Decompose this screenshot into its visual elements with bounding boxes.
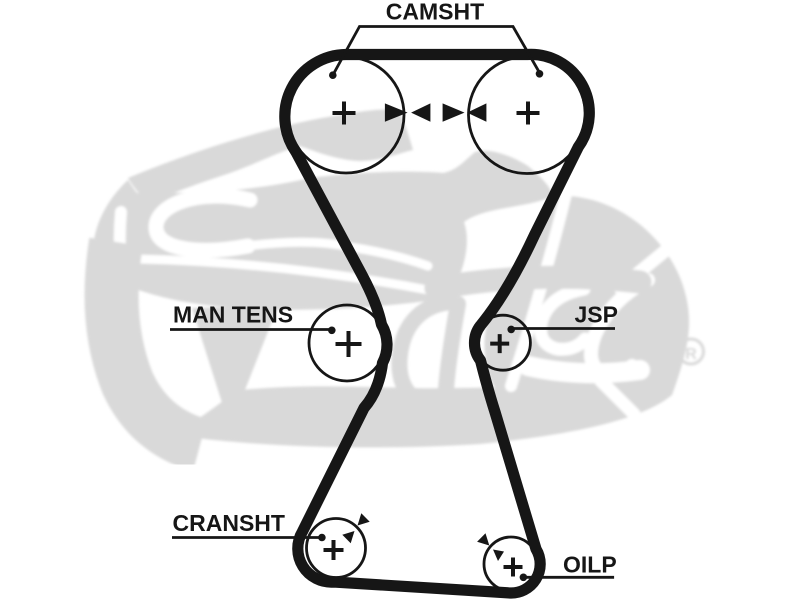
svg-text:OILP: OILP xyxy=(563,552,617,578)
svg-text:CRANSHT: CRANSHT xyxy=(173,510,285,536)
svg-text:JSP: JSP xyxy=(575,302,618,328)
svg-text:MAN TENS: MAN TENS xyxy=(173,302,293,328)
svg-text:CAMSHT: CAMSHT xyxy=(386,0,484,25)
svg-text:R: R xyxy=(685,346,697,363)
